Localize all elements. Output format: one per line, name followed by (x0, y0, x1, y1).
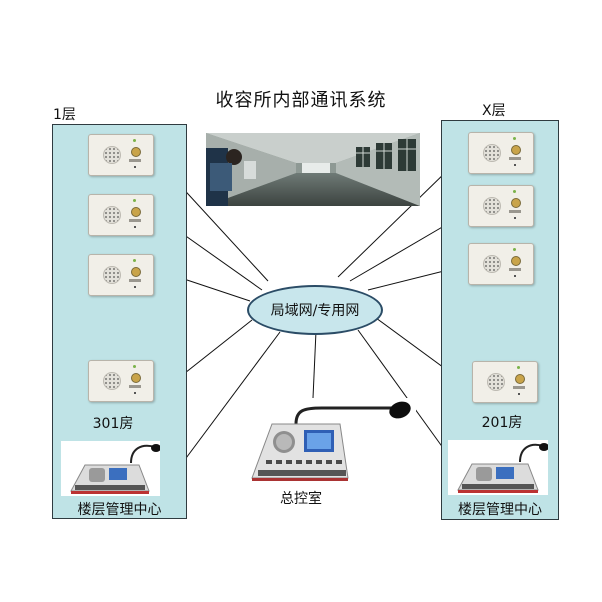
network-node: 局域网/专用网 (247, 285, 383, 335)
corridor-photo-image (206, 133, 420, 206)
speaker-grill-icon (483, 255, 501, 273)
intercom-panel (468, 185, 534, 227)
intercom-panel (88, 134, 154, 176)
right-center-label: 楼层管理中心 (458, 502, 542, 518)
left-floor-panel: 301房 楼层管理中心 (52, 124, 187, 519)
volume-knob-icon (515, 374, 525, 384)
speaker-grill-icon (103, 206, 121, 224)
volume-knob-icon (131, 207, 141, 217)
speaker-grill-icon (483, 144, 501, 162)
main-console-image (244, 398, 416, 486)
intercom-panel (88, 254, 154, 296)
volume-knob-icon (511, 198, 521, 208)
left-room-label: 301房 (92, 416, 134, 432)
corridor-photo (206, 133, 420, 206)
volume-knob-icon (131, 267, 141, 277)
network-label: 局域网/专用网 (270, 303, 360, 319)
floor-console-image (448, 440, 549, 495)
intercom-panel (88, 360, 154, 402)
intercom-panel (88, 194, 154, 236)
console-label: 总控室 (280, 491, 322, 507)
main-console-device-icon (251, 401, 411, 481)
speaker-grill-icon (487, 373, 505, 391)
volume-knob-icon (511, 145, 521, 155)
intercom-panel (472, 361, 538, 403)
right-floor-label: X层 (482, 103, 506, 119)
volume-knob-icon (511, 256, 521, 266)
intercom-panel (468, 243, 534, 285)
link-console (312, 330, 317, 399)
right-floor-panel: 201房 楼层管理中心 (441, 120, 559, 520)
speaker-grill-icon (103, 146, 121, 164)
link-right-center (357, 329, 447, 453)
left-floor-label: 1层 (53, 107, 76, 123)
speaker-grill-icon (483, 197, 501, 215)
link-right-intercom-1 (337, 167, 451, 278)
console-device-icon (70, 444, 161, 494)
left-center-label: 楼层管理中心 (77, 502, 162, 518)
console-device-icon (457, 443, 549, 493)
volume-knob-icon (131, 373, 141, 383)
speaker-grill-icon (103, 266, 121, 284)
volume-knob-icon (131, 147, 141, 157)
speaker-grill-icon (103, 372, 121, 390)
right-room-label: 201房 (481, 415, 523, 431)
diagram-title: 收容所内部通讯系统 (215, 90, 387, 111)
floor-console-image (61, 441, 161, 496)
intercom-panel (468, 132, 534, 174)
